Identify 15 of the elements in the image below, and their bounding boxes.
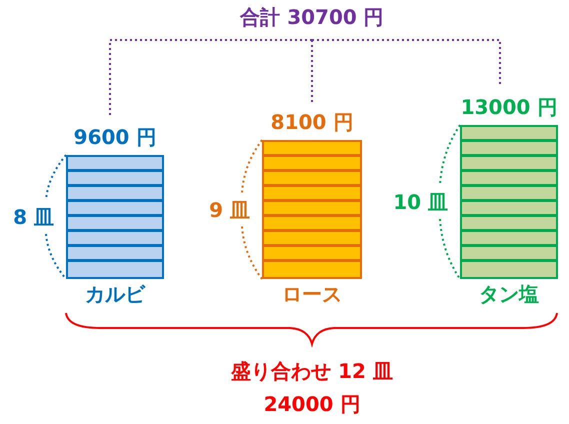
item-name-label: カルビ [85, 281, 145, 307]
price-label: 13000 円 [460, 95, 558, 119]
connector-line [311, 40, 313, 102]
connector-line [312, 39, 501, 87]
total-label: 合計 30700 円 [240, 4, 384, 30]
price-label: 9600 円 [74, 125, 156, 149]
price-label: 8100 円 [270, 110, 354, 134]
item-name-label: ロース [282, 281, 342, 307]
plate-count-label: 8 皿 [13, 205, 54, 229]
item-name-label: タン塩 [479, 281, 539, 307]
connector-line [109, 39, 312, 117]
plate-count-label: 9 皿 [209, 198, 250, 222]
set-count-label: 盛り合わせ 12 皿 [231, 358, 393, 384]
set-price-label: 24000 円 [264, 391, 360, 417]
plate-count-label: 10 皿 [393, 190, 448, 214]
